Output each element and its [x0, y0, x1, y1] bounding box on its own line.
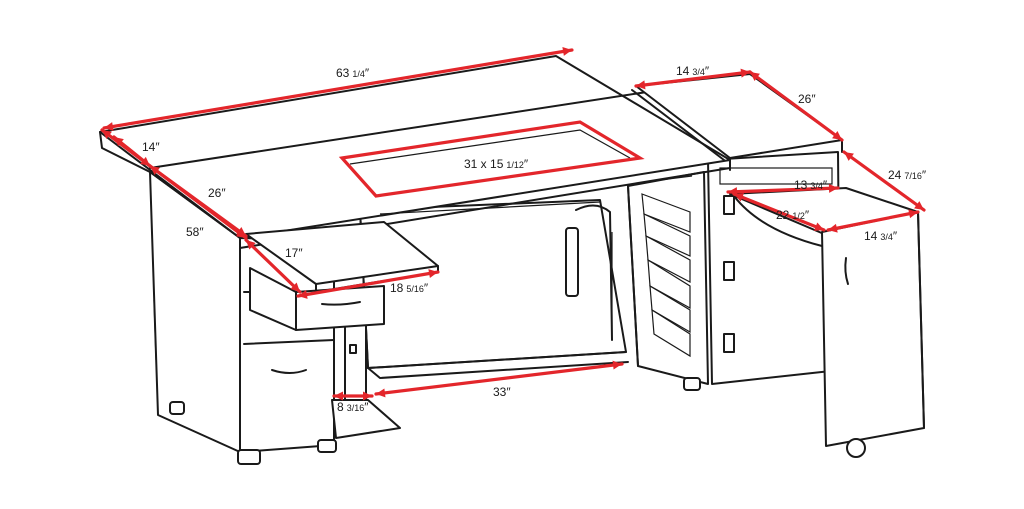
dim-arrowhead	[562, 47, 572, 56]
dim-arrowhead	[612, 360, 622, 370]
dim-line-cabinet-inner-width	[726, 186, 840, 194]
dim-line-cabinet-depth	[842, 150, 926, 212]
table-top	[99, 55, 843, 249]
dim-arrowheads	[102, 47, 924, 401]
dim-arrowhead	[844, 152, 854, 161]
dim-arrowhead	[102, 130, 112, 139]
dim-line-cabinet-door-width	[826, 210, 920, 232]
dim-arrowhead	[114, 137, 124, 147]
label-knee-space: 33″	[493, 385, 511, 399]
dim-arrowhead	[428, 269, 438, 278]
dim-line-knee-space	[374, 362, 624, 396]
label-extension-width: 17″	[285, 246, 303, 260]
dim-arrowhead	[150, 166, 160, 175]
dim-arrowhead	[236, 229, 246, 238]
dim-arrowhead	[636, 80, 646, 90]
extension-leaf	[245, 221, 439, 331]
dim-arrowhead	[246, 240, 256, 250]
dim-arrowhead	[104, 122, 114, 131]
dim-arrowhead	[363, 391, 372, 401]
dim-line-cabinet-inner-depth	[732, 192, 826, 232]
dim-arrowhead	[290, 282, 300, 292]
dimension-lines	[100, 47, 926, 401]
dim-line-table-length	[102, 48, 574, 130]
dim-arrowhead	[728, 187, 738, 197]
dim-arrowhead	[140, 156, 150, 166]
label-right-top-depth: 26″	[798, 92, 816, 106]
dim-line-extension-width	[244, 238, 302, 294]
dim-arrowhead	[914, 201, 924, 210]
dim-arrowhead	[813, 222, 824, 231]
dim-arrowhead	[298, 290, 308, 299]
dim-outline-machine-opening	[338, 120, 645, 198]
storage-door	[627, 171, 709, 391]
dim-arrowhead	[908, 209, 918, 219]
label-overall-depth: 58″	[186, 225, 204, 239]
dim-line-overall-depth	[100, 128, 248, 240]
dim-arrowhead	[832, 131, 842, 140]
dim-line-right-top-depth	[748, 70, 844, 142]
label-left-depth: 14″	[142, 140, 160, 154]
dim-arrowhead	[334, 391, 343, 401]
dim-arrowhead	[740, 68, 750, 78]
dim-arrowhead	[828, 223, 838, 233]
dim-arrowhead	[376, 388, 386, 398]
dim-line-right-top-width	[634, 70, 752, 88]
label-left-side-depth: 26″	[208, 186, 226, 200]
dim-arrowhead	[828, 183, 838, 193]
dim-arrowhead	[750, 72, 760, 81]
dim-line-extension-depth	[296, 270, 440, 298]
dim-arrowhead	[734, 193, 745, 202]
